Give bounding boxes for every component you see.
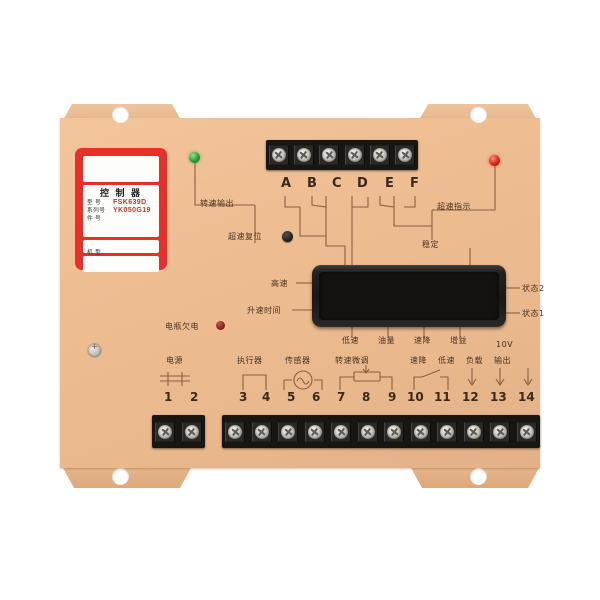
label-key-serial: 系列号: [87, 208, 106, 214]
module-label-gain: 增益: [450, 336, 467, 345]
terminal-number-4: 4: [262, 390, 271, 404]
group-label-power: 电源: [166, 356, 183, 365]
terminal-screw-a[interactable]: [266, 140, 291, 170]
terminal-number-13: 13: [490, 390, 507, 404]
terminal-number-8: 8: [362, 390, 371, 404]
terminal-letter-f: F: [410, 176, 419, 191]
terminal-screw-12[interactable]: [461, 415, 488, 448]
label-row-model: 型 号 FSK639D: [87, 199, 155, 207]
terminal-number-6: 6: [312, 390, 321, 404]
group-label-actuator: 执行器: [237, 356, 263, 365]
label-key-part: 件 号: [87, 216, 102, 222]
mounting-hole-bottom-right: [470, 468, 487, 485]
overspeed-led-icon: [489, 155, 500, 166]
group-label-sensor: 传感器: [285, 356, 311, 365]
terminal-letter-d: D: [357, 176, 368, 191]
label-key-model: 型 号: [87, 200, 102, 206]
terminal-number-3: 3: [239, 390, 248, 404]
battery-low-label: 电瓶欠电: [165, 322, 199, 331]
voltage-note-label: 10V: [496, 340, 514, 349]
mounting-hole-top-left: [112, 106, 129, 123]
label-model-row: 机 型: [83, 240, 159, 256]
group-label-low-speed: 低速: [438, 356, 455, 365]
terminal-screw-f[interactable]: [393, 140, 418, 170]
group-label-load: 负载: [466, 356, 483, 365]
terminal-screw-2[interactable]: [179, 415, 206, 448]
terminal-screw-d[interactable]: [342, 140, 367, 170]
label-blank-row-bottom: [83, 256, 159, 272]
module-label-high-speed: 高速: [271, 279, 288, 288]
terminal-number-2: 2: [190, 390, 199, 404]
terminal-number-14: 14: [518, 390, 535, 404]
terminal-number-10: 10: [407, 390, 424, 404]
label-value-serial: YK050G19: [113, 207, 151, 214]
terminal-screw-1[interactable]: [152, 415, 179, 448]
terminal-screw-b[interactable]: [291, 140, 316, 170]
module-label-stability: 稳定: [422, 240, 439, 249]
label-row-serial: 系列号 YK050G19: [87, 207, 155, 215]
terminal-letter-a: A: [281, 176, 292, 191]
module-label-low-speed: 低速: [342, 336, 359, 345]
mounting-hole-top-right: [470, 106, 487, 123]
module-label-status-1: 状态1: [522, 309, 545, 318]
label-value-model: FSK639D: [113, 199, 147, 206]
terminal-screw-c[interactable]: [317, 140, 342, 170]
potentiometer-module[interactable]: [312, 265, 506, 327]
label-spec-block: 控 制 器 型 号 FSK639D 系列号 YK050G19 件 号: [83, 185, 159, 237]
label-blank-row-top: [83, 156, 159, 182]
terminal-screw-e[interactable]: [367, 140, 392, 170]
terminal-screw-11[interactable]: [434, 415, 461, 448]
label-row-part: 件 号: [87, 215, 155, 223]
mounting-hole-bottom-left: [112, 468, 129, 485]
terminal-screw-4[interactable]: [249, 415, 276, 448]
terminal-screw-8[interactable]: [355, 415, 382, 448]
power-terminal-block[interactable]: [152, 415, 205, 448]
speed-output-led-icon: [189, 152, 200, 163]
case-screw-icon: [88, 341, 101, 357]
terminal-screw-5[interactable]: [275, 415, 302, 448]
group-label-speed-trim: 转速微调: [335, 356, 369, 365]
terminal-number-1: 1: [164, 390, 173, 404]
module-label-status-2: 状态2: [522, 284, 545, 293]
terminal-number-7: 7: [337, 390, 346, 404]
group-label-output: 输出: [494, 356, 511, 365]
product-label: 控 制 器 型 号 FSK639D 系列号 YK050G19 件 号 机 型: [75, 148, 167, 272]
terminal-number-9: 9: [388, 390, 397, 404]
overspeed-reset-label: 超速复位: [228, 232, 262, 241]
main-terminal-block[interactable]: [222, 415, 540, 448]
terminal-screw-6[interactable]: [302, 415, 329, 448]
module-label-ramp-time: 升速时间: [247, 306, 281, 315]
terminal-number-11: 11: [434, 390, 451, 404]
overspeed-reset-button[interactable]: [282, 231, 293, 242]
terminal-number-5: 5: [287, 390, 296, 404]
terminal-screw-13[interactable]: [487, 415, 514, 448]
battery-low-led-icon: [216, 321, 225, 330]
overspeed-indicator-label: 超速指示: [437, 202, 471, 211]
module-label-droop: 速降: [414, 336, 431, 345]
terminal-letter-e: E: [385, 176, 394, 191]
module-label-fuel: 油量: [378, 336, 395, 345]
terminal-screw-9[interactable]: [381, 415, 408, 448]
group-label-droop: 速降: [410, 356, 427, 365]
speed-output-label: 转速输出: [200, 199, 234, 208]
terminal-screw-3[interactable]: [222, 415, 249, 448]
terminal-letter-c: C: [332, 176, 342, 191]
terminal-number-12: 12: [462, 390, 479, 404]
top-terminal-block[interactable]: [266, 140, 418, 170]
terminal-screw-10[interactable]: [408, 415, 435, 448]
terminal-letter-b: B: [307, 176, 317, 191]
terminal-screw-14[interactable]: [514, 415, 541, 448]
label-title: 控 制 器: [99, 188, 142, 198]
terminal-screw-7[interactable]: [328, 415, 355, 448]
label-key-type: 机 型: [87, 250, 102, 256]
